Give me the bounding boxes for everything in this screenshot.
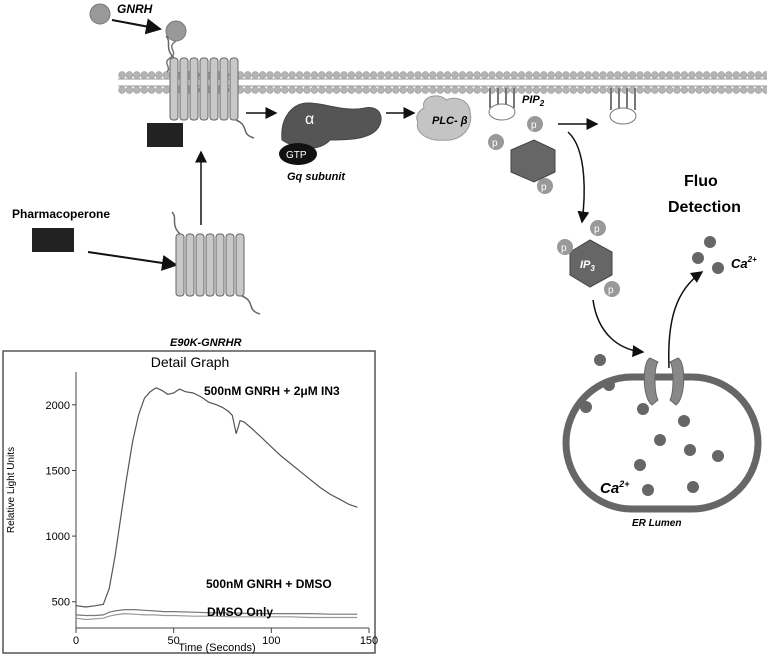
gq-label: Gq subunit	[287, 171, 346, 183]
gq-subunit: α GTP Gq subunit	[279, 102, 382, 183]
hydrolysis-arrow	[567, 131, 590, 224]
series-label-gnrh-dmso: 500nM GNRH + DMSO	[206, 577, 332, 591]
pip2-inositol-ring	[510, 139, 556, 183]
svg-text:p: p	[561, 243, 567, 254]
receptor-intracellular-block	[147, 123, 183, 147]
cytosolic-calcium: Ca2+	[692, 236, 757, 274]
y-axis-label: Relative Light Units	[6, 447, 17, 533]
detection-label: Detection	[668, 199, 741, 216]
gnrhr-receptor-membrane	[147, 35, 255, 147]
gnrh-ligand: GNRH	[89, 2, 187, 73]
ip3-label: IP3	[580, 259, 595, 273]
pharmacoperone-block	[32, 228, 74, 252]
calcium-release-arrow	[667, 271, 704, 369]
svg-text:p: p	[531, 120, 537, 131]
y-tick-label: 1500	[46, 465, 70, 477]
gnrh-free-ball	[89, 3, 111, 25]
pharmacoperone: Pharmacoperone	[12, 207, 178, 271]
endoplasmic-reticulum: Ca2+ ER Lumen	[562, 354, 762, 529]
ip3-receptor-channel-right	[669, 357, 685, 406]
er-lumen-label: ER Lumen	[632, 518, 681, 529]
x-tick-label: 50	[168, 635, 180, 647]
fluo-label: Fluo	[684, 173, 718, 190]
y-tick-label: 2000	[46, 400, 70, 412]
pip2: PIP2 p p p	[488, 88, 556, 194]
ca-label-er: Ca2+	[600, 479, 630, 497]
series-label-dmso: DMSO Only	[207, 605, 273, 619]
plc-beta: PLC- β	[416, 95, 472, 141]
detail-graph-panel: Detail Graph 0 50 100 150 500 1000 1500 2000 Ti…	[2, 350, 378, 654]
graph-title: Detail Graph	[151, 354, 230, 370]
axes: 0 50 100 150 500 1000 1500 2000	[46, 372, 378, 647]
x-tick-label: 100	[262, 635, 280, 647]
plasma-membrane	[118, 71, 767, 94]
gq-alpha-shape	[281, 102, 382, 149]
gnrh-label: GNRH	[117, 2, 153, 16]
mutant-receptor-label: E90K-GNRHR	[170, 337, 242, 349]
series-label-in3: 500nM GNRH + 2μM IN3	[204, 384, 340, 398]
y-tick-label: 1000	[46, 531, 70, 543]
x-tick-label: 0	[73, 635, 79, 647]
phosphate-2	[488, 134, 504, 150]
svg-text:p: p	[492, 138, 498, 149]
y-tick-label: 500	[52, 597, 70, 609]
ca-label-cytosol: Ca2+	[731, 255, 757, 271]
series-line-2	[75, 612, 358, 621]
pharmacoperone-label: Pharmacoperone	[12, 207, 110, 221]
series-line-0	[75, 387, 358, 608]
gnrh-bound-ball	[165, 20, 187, 42]
ip3-receptor-channel-left	[643, 357, 659, 406]
er-calcium	[580, 354, 724, 496]
ip3: IP3 p p p	[557, 220, 620, 297]
e90k-gnrhr-receptor: E90K-GNRHR	[170, 211, 261, 349]
phosphate-3	[537, 178, 553, 194]
alpha-symbol: α	[305, 111, 314, 128]
gtp-blob	[279, 143, 317, 165]
svg-text:p: p	[594, 224, 600, 235]
svg-text:p: p	[608, 285, 614, 296]
graph-frame	[2, 350, 376, 654]
ip3-to-receptor-arrow	[592, 299, 645, 358]
gtp-label: GTP	[286, 150, 307, 161]
ip3-inositol-ring	[569, 239, 613, 288]
pip2-label: PIP2	[522, 94, 545, 108]
svg-text:p: p	[541, 182, 547, 193]
plc-label: PLC- β	[432, 115, 468, 127]
series-line-1	[75, 609, 358, 617]
x-axis-label: Time (Seconds)	[178, 642, 255, 654]
x-tick-label: 150	[360, 635, 378, 647]
plot-area: 0 50 100 150 500 1000 1500 2000	[46, 372, 378, 647]
dag-residue	[609, 88, 637, 125]
phosphate-1	[527, 116, 543, 132]
